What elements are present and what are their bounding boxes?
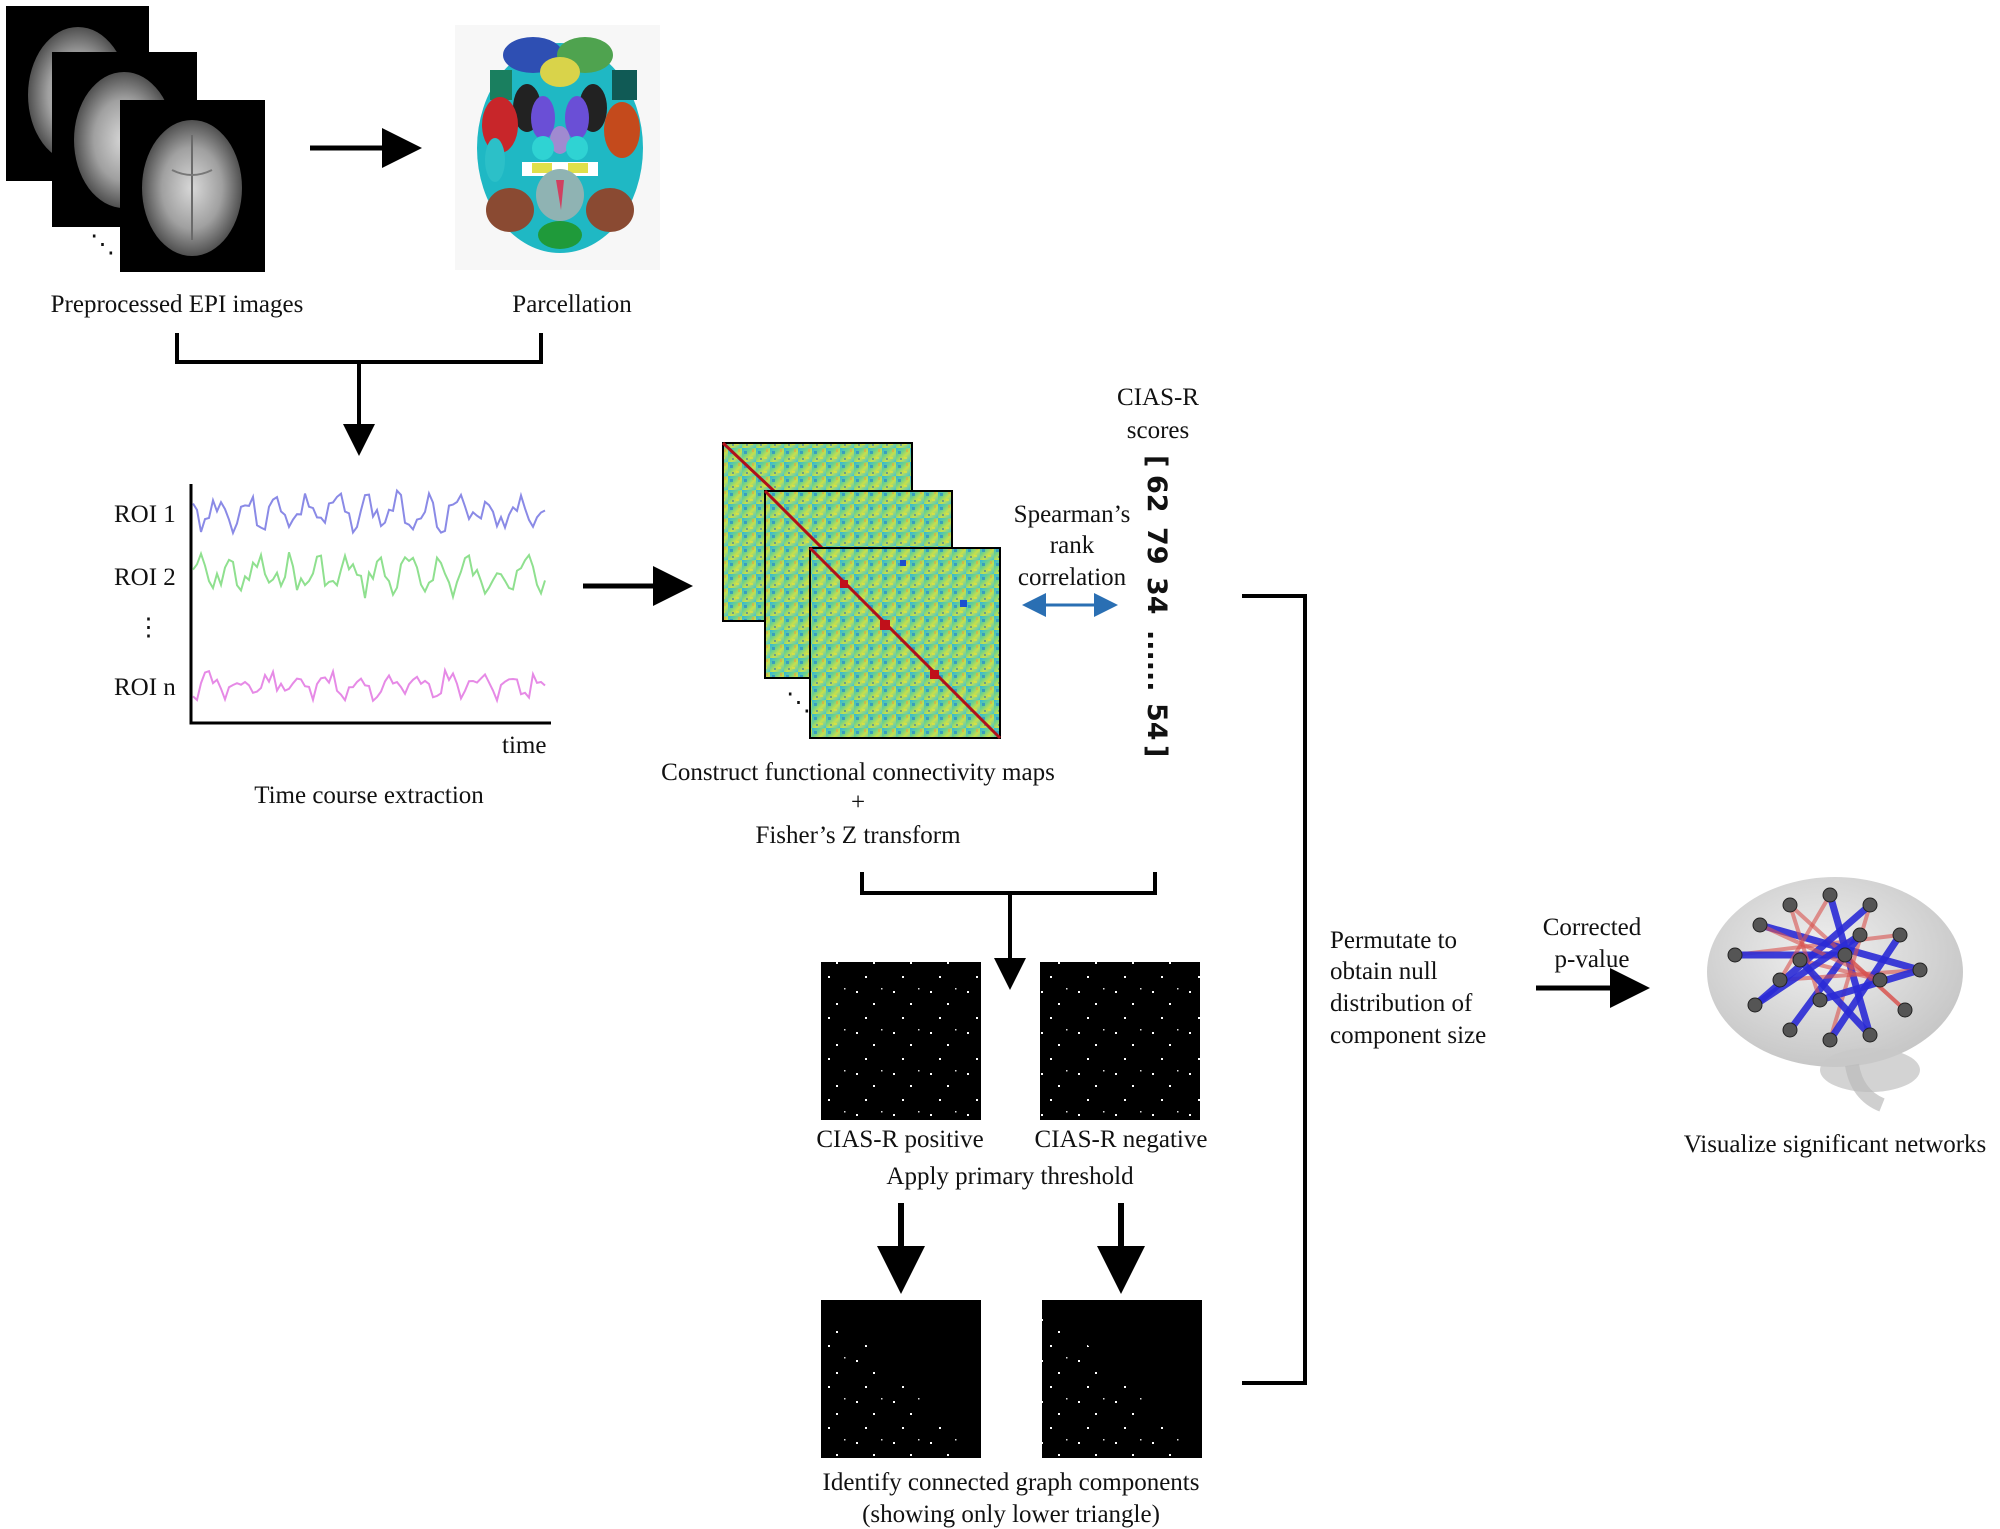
spearman-label-line3: correlation <box>1018 564 1127 591</box>
spearman-label-line2: rank <box>1050 532 1095 559</box>
permutation-bracket <box>1242 594 1307 1385</box>
network-edge <box>1753 932 1862 1008</box>
network-node <box>1822 1032 1838 1048</box>
timecourse-label: Time course extraction <box>254 782 484 809</box>
roin-signal <box>192 666 546 704</box>
network-node <box>1897 1002 1913 1018</box>
network-node <box>1862 1027 1878 1043</box>
construct-label-line1: Construct functional connectivity maps <box>661 759 1055 786</box>
parcellation-label: Parcellation <box>512 291 632 318</box>
network-node <box>1822 887 1838 903</box>
roin-label: ROI n <box>114 674 176 701</box>
threshold-positive-matrix <box>821 962 981 1120</box>
cias-score-vector: [ 62 79 34 ...... 54 ] <box>1141 455 1172 757</box>
identify-components-line2: (showing only lower triangle) <box>862 1501 1160 1528</box>
score-62: 62 <box>1141 475 1172 513</box>
corrected-line2: p-value <box>1555 946 1630 973</box>
epi-stack-ellipsis: ⋱ <box>90 231 115 258</box>
roi-ellipsis: ⋮ <box>136 614 161 641</box>
roi1-signal <box>192 488 546 536</box>
fc-bracket <box>860 872 1157 895</box>
component-negative-matrix <box>1042 1300 1202 1458</box>
cias-scores-title-line1: CIAS-R <box>1117 384 1199 411</box>
roi2-label: ROI 2 <box>114 564 176 591</box>
network-node <box>1862 897 1878 913</box>
network-node <box>1782 897 1798 913</box>
score-34: 34 <box>1141 577 1172 615</box>
score-dots: ...... <box>1141 630 1172 692</box>
permutate-line3: distribution of <box>1330 990 1473 1017</box>
permutate-line1: Permutate to <box>1330 927 1457 954</box>
roi1-label: ROI 1 <box>114 501 176 528</box>
threshold-negative-matrix <box>1040 962 1200 1120</box>
roi2-signal <box>192 550 546 601</box>
fc-stack-ellipsis: ⋱ <box>786 689 811 716</box>
network-edge <box>1778 893 1832 982</box>
network-node <box>1747 997 1763 1013</box>
cias-scores-title-line2: scores <box>1127 417 1189 444</box>
score-bracket-close: ] <box>1141 745 1172 757</box>
network-edge <box>1779 968 1921 982</box>
construct-label-line2: Fisher’s Z transform <box>755 822 961 849</box>
visualize-label: Visualize significant networks <box>1684 1131 1987 1158</box>
merge-bracket-top <box>175 333 543 364</box>
epi-slice-front <box>120 100 265 272</box>
cias-negative-label: CIAS-R negative <box>1035 1126 1208 1153</box>
network-node <box>1872 972 1888 988</box>
time-axis-label: time <box>502 732 546 759</box>
spearman-label-line1: Spearman’s <box>1014 501 1131 528</box>
score-bracket-open: [ <box>1141 455 1172 467</box>
timecourse-plot <box>189 484 551 725</box>
network-node <box>1752 917 1768 933</box>
network-node <box>1892 927 1908 943</box>
network-node <box>1772 972 1788 988</box>
score-54: 54 <box>1141 703 1172 741</box>
network-edge <box>1788 904 1822 1001</box>
fc-matrix-stack: ⋱ <box>721 441 1002 740</box>
cias-positive-label: CIAS-R positive <box>816 1126 983 1153</box>
timecourse-axes <box>189 484 551 725</box>
epi-label: Preprocessed EPI images <box>51 291 304 318</box>
network-edge <box>1818 966 1922 1004</box>
parcellation-atlas <box>455 25 660 270</box>
network-node <box>1812 992 1828 1008</box>
network-node <box>1852 927 1868 943</box>
score-79: 79 <box>1141 527 1172 565</box>
network-node <box>1912 962 1928 978</box>
permutate-line4: component size <box>1330 1022 1486 1049</box>
primary-threshold-label: Apply primary threshold <box>886 1163 1134 1190</box>
network-node <box>1837 947 1853 963</box>
fc-matrix-front <box>808 546 1002 740</box>
identify-components-line1: Identify connected graph components <box>823 1469 1200 1496</box>
component-positive-matrix <box>821 1300 981 1458</box>
permutate-line2: obtain null <box>1330 958 1438 985</box>
network-node <box>1792 952 1808 968</box>
construct-plus: + <box>851 789 865 816</box>
epi-image-stack: ⋱ <box>6 6 265 272</box>
network-node <box>1782 1022 1798 1038</box>
corrected-line1: Corrected <box>1543 914 1642 941</box>
brain-network-render <box>1707 877 1963 1112</box>
network-node <box>1727 947 1743 963</box>
